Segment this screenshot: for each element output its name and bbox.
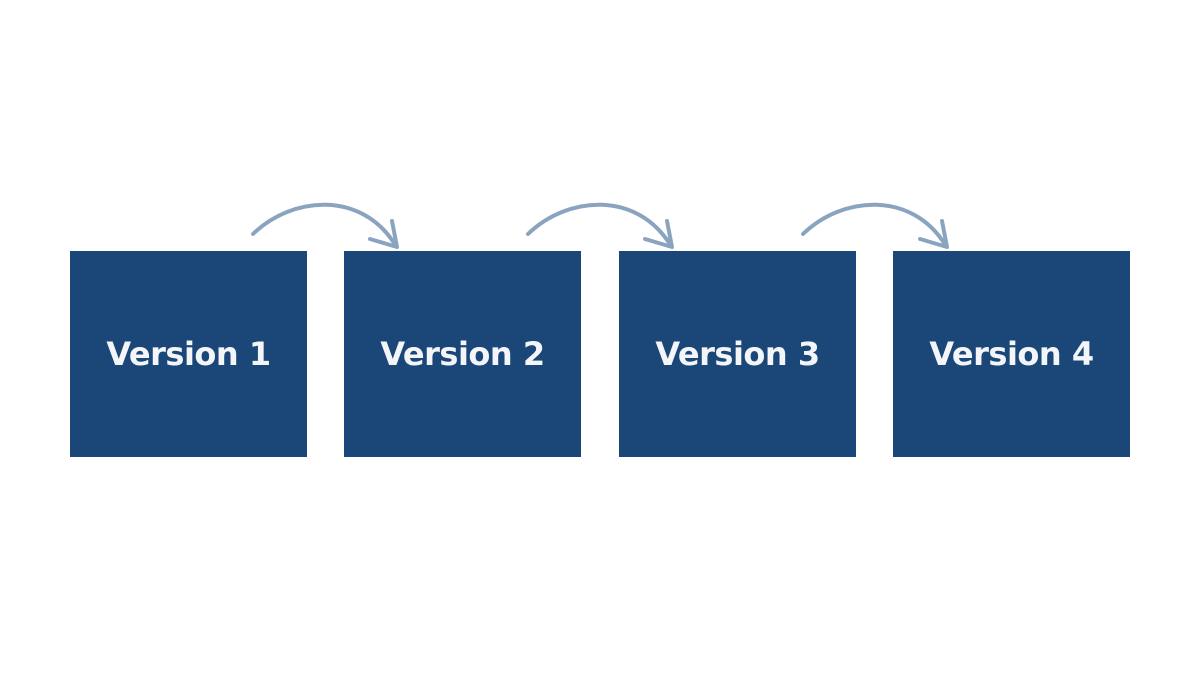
version-label-3: Version 3 (655, 335, 820, 373)
arrow-3-to-4 (801, 202, 949, 249)
version-box-2: Version 2 (344, 251, 581, 457)
version-box-4: Version 4 (893, 251, 1130, 457)
version-label-1: Version 1 (106, 335, 271, 373)
version-label-2: Version 2 (380, 335, 545, 373)
version-label-4: Version 4 (929, 335, 1094, 373)
arrow-2-to-3 (526, 202, 674, 249)
arrow-1-to-2 (251, 202, 399, 249)
version-box-3: Version 3 (619, 251, 856, 457)
version-box-1: Version 1 (70, 251, 307, 457)
